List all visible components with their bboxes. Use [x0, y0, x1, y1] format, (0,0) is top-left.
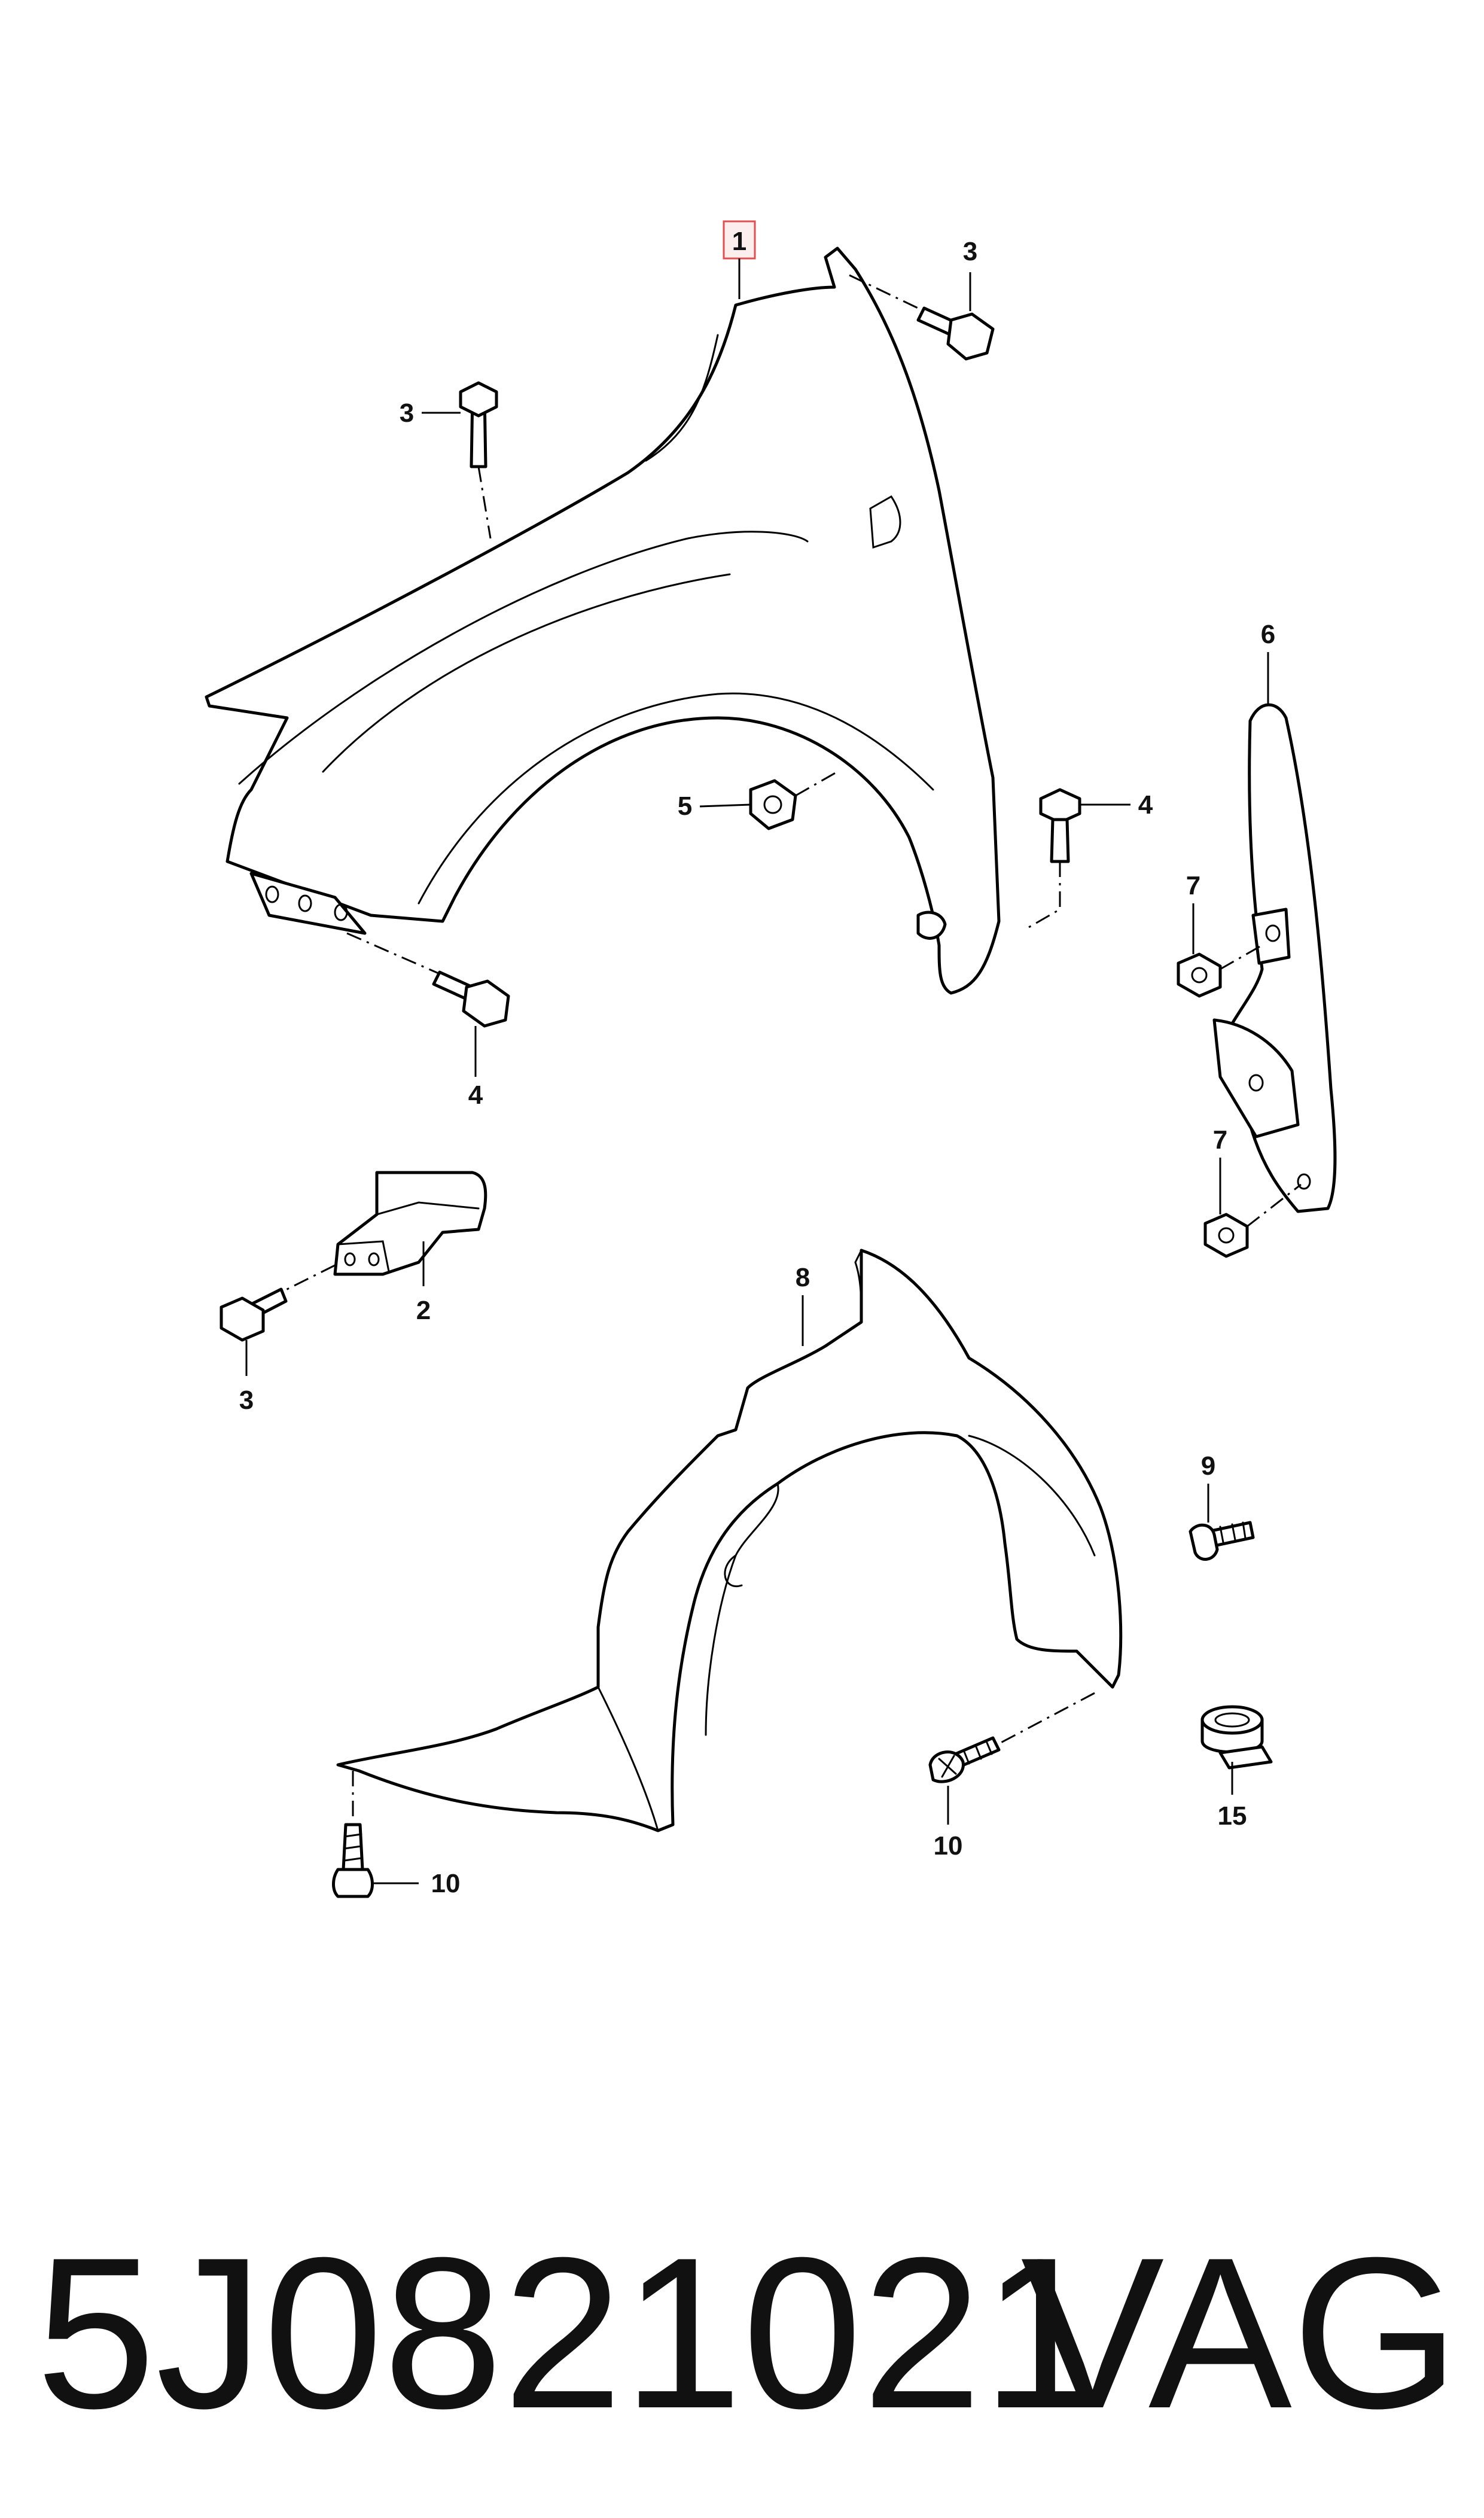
svg-text:3: 3 — [239, 1386, 254, 1415]
callout-10-right[interactable]: 10 — [934, 1786, 963, 1861]
callout-9[interactable]: 9 — [1201, 1451, 1215, 1523]
svg-text:10: 10 — [431, 1869, 461, 1898]
nut-7-upper — [1177, 944, 1263, 998]
svg-text:1: 1 — [732, 227, 746, 256]
svg-text:10: 10 — [934, 1831, 963, 1861]
bolt-4-right — [1028, 788, 1081, 928]
callout-4-right[interactable]: 4 — [1080, 790, 1153, 820]
callout-1[interactable]: 1 — [723, 220, 756, 299]
bolt-3-left — [459, 381, 498, 539]
callout-3-left[interactable]: 3 — [400, 398, 461, 428]
screw-9 — [1189, 1521, 1255, 1561]
svg-text:3: 3 — [963, 237, 977, 266]
svg-text:7: 7 — [1186, 871, 1200, 900]
bolt-3-lower — [220, 1264, 336, 1342]
part-number-text: 5J0821021 — [36, 2213, 1102, 2453]
svg-text:3: 3 — [400, 398, 414, 428]
bracket-part-2 — [333, 1171, 487, 1276]
callout-4-lower[interactable]: 4 — [468, 1026, 483, 1110]
svg-text:15: 15 — [1218, 1801, 1247, 1831]
callout-3-lower[interactable]: 3 — [239, 1340, 254, 1415]
fender-part-1 — [205, 246, 1001, 995]
callout-2[interactable]: 2 — [416, 1241, 431, 1325]
callout-3-top[interactable]: 3 — [963, 237, 977, 311]
svg-text:2: 2 — [416, 1296, 431, 1325]
callout-5[interactable]: 5 — [678, 791, 751, 821]
svg-text:6: 6 — [1261, 620, 1275, 649]
bolt-4-lower — [346, 932, 510, 1028]
wheel-arch-liner-part-8 — [336, 1249, 1123, 1832]
callout-7-lower[interactable]: 7 — [1213, 1125, 1227, 1214]
bolt-3-top — [849, 274, 995, 361]
screw-10-right — [928, 1692, 1095, 1783]
nut-7-lower — [1203, 1183, 1302, 1258]
callout-15[interactable]: 15 — [1218, 1762, 1247, 1831]
nut-5 — [749, 771, 838, 830]
callout-10-left[interactable]: 10 — [374, 1869, 460, 1898]
callout-6[interactable]: 6 — [1261, 620, 1275, 706]
svg-text:7: 7 — [1213, 1125, 1227, 1155]
mudflap-part-6 — [1212, 703, 1337, 1213]
svg-text:4: 4 — [468, 1080, 483, 1110]
svg-text:8: 8 — [796, 1263, 810, 1292]
callout-7-upper[interactable]: 7 — [1186, 871, 1200, 954]
svg-text:4: 4 — [1138, 790, 1153, 820]
caption-bar: 5J0821021 VAG — [36, 2208, 1459, 2459]
clip-part-15 — [1200, 1705, 1273, 1770]
screw-10-left — [332, 1771, 374, 1898]
svg-text:5: 5 — [678, 791, 692, 821]
svg-text:9: 9 — [1201, 1451, 1215, 1481]
brand-text: VAG — [1020, 2213, 1459, 2453]
callout-8[interactable]: 8 — [796, 1263, 810, 1346]
